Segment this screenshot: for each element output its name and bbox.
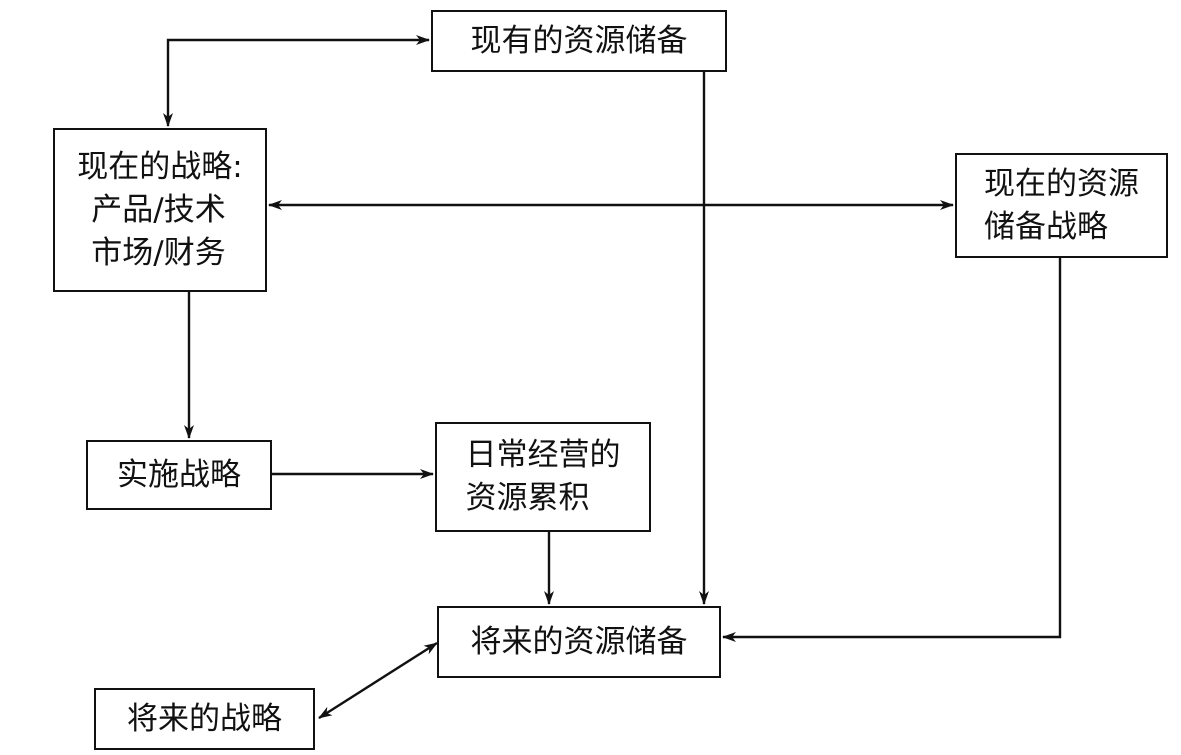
edge-future-strategy-reserve: [318, 641, 438, 720]
edge-reserve-strategy-future: [722, 258, 1062, 642]
edge-strategy-reserve: [163, 35, 430, 127]
node-label-line: 现在的战略:: [77, 148, 243, 185]
node-future-resource-reserve: 将来的资源储备: [437, 606, 721, 678]
node-current-resource-reserve: 现有的资源储备: [431, 10, 727, 72]
node-label-line: 日常经营的: [465, 437, 621, 473]
node-label-line: 产品/技术: [91, 191, 226, 228]
node-current-strategy: 现在的战略: 产品/技术 市场/财务: [53, 128, 267, 292]
node-label-line: 市场/财务: [91, 234, 226, 271]
node-label-line: 将来的战略: [127, 700, 282, 737]
node-label-line: 资源累积: [465, 480, 590, 516]
node-current-reserve-strategy: 现在的资源 储备战略: [955, 153, 1168, 258]
node-label-line: 储备战略: [984, 208, 1108, 245]
node-label-line: 将来的资源储备: [470, 623, 688, 660]
node-label-line: 现有的资源储备: [470, 22, 688, 59]
node-label-line: 实施战略: [117, 456, 241, 493]
node-implement-strategy: 实施战略: [86, 440, 272, 510]
node-daily-resource-accumulation: 日常经营的 资源累积: [435, 422, 651, 532]
node-future-strategy: 将来的战略: [94, 688, 315, 750]
node-label-line: 现在的资源: [984, 165, 1139, 202]
